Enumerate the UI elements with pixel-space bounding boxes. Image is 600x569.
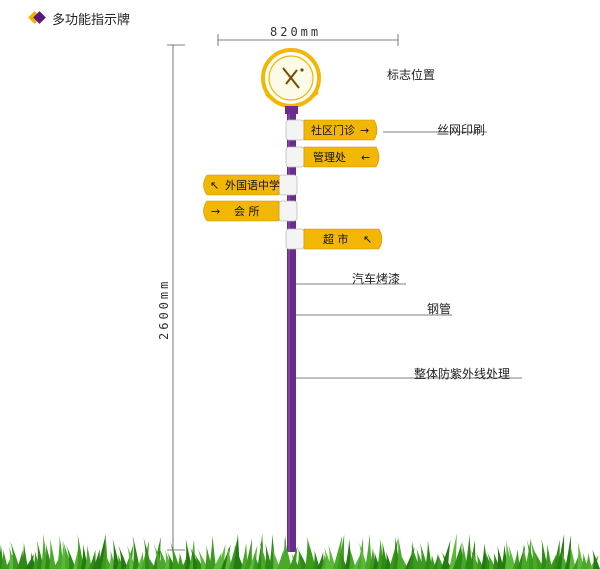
sign-4-arrow: →	[211, 205, 220, 218]
dimension-lines	[167, 34, 399, 551]
sign-4-text: 会 所	[234, 205, 260, 218]
sign-3: ↖ 外国语中学	[203, 174, 280, 196]
instrument-icon	[282, 67, 300, 89]
sign-3-text: 外国语中学	[225, 178, 280, 192]
sign-2-text: 管理处	[313, 150, 346, 164]
label-uv-treatment: 整体防紫外线处理	[414, 367, 511, 381]
sign-1-text: 社区门诊	[311, 123, 355, 137]
sign-2-arrow: ←	[361, 151, 370, 164]
sign-mounts	[278, 119, 305, 250]
page-title: 多功能指示牌	[52, 12, 131, 28]
sign-5-arrow: ↖	[363, 233, 372, 246]
sign-3-arrow: ↖	[210, 179, 219, 192]
label-car-paint: 汽车烤漆	[352, 272, 401, 286]
label-steel-pipe: 钢管	[427, 302, 452, 316]
pole	[287, 112, 296, 552]
height-dimension-label: 2600mm	[157, 278, 171, 340]
sign-5: 超 市 ↖	[303, 228, 383, 250]
sign-1-arrow: →	[360, 124, 369, 137]
leader-lines	[296, 131, 522, 379]
sign-4: → 会 所	[203, 200, 280, 222]
sign-1: 社区门诊 →	[303, 119, 378, 141]
label-logo-position: 标志位置	[387, 68, 436, 82]
label-screen-print: 丝网印刷	[437, 123, 486, 137]
logo-emblem	[261, 48, 321, 108]
grass	[0, 533, 600, 569]
width-dimension-label: 820mm	[270, 25, 322, 39]
header: 多功能指示牌	[28, 8, 131, 28]
sign-2: 管理处 ←	[303, 146, 380, 168]
sign-5-text: 超 市	[323, 232, 349, 246]
